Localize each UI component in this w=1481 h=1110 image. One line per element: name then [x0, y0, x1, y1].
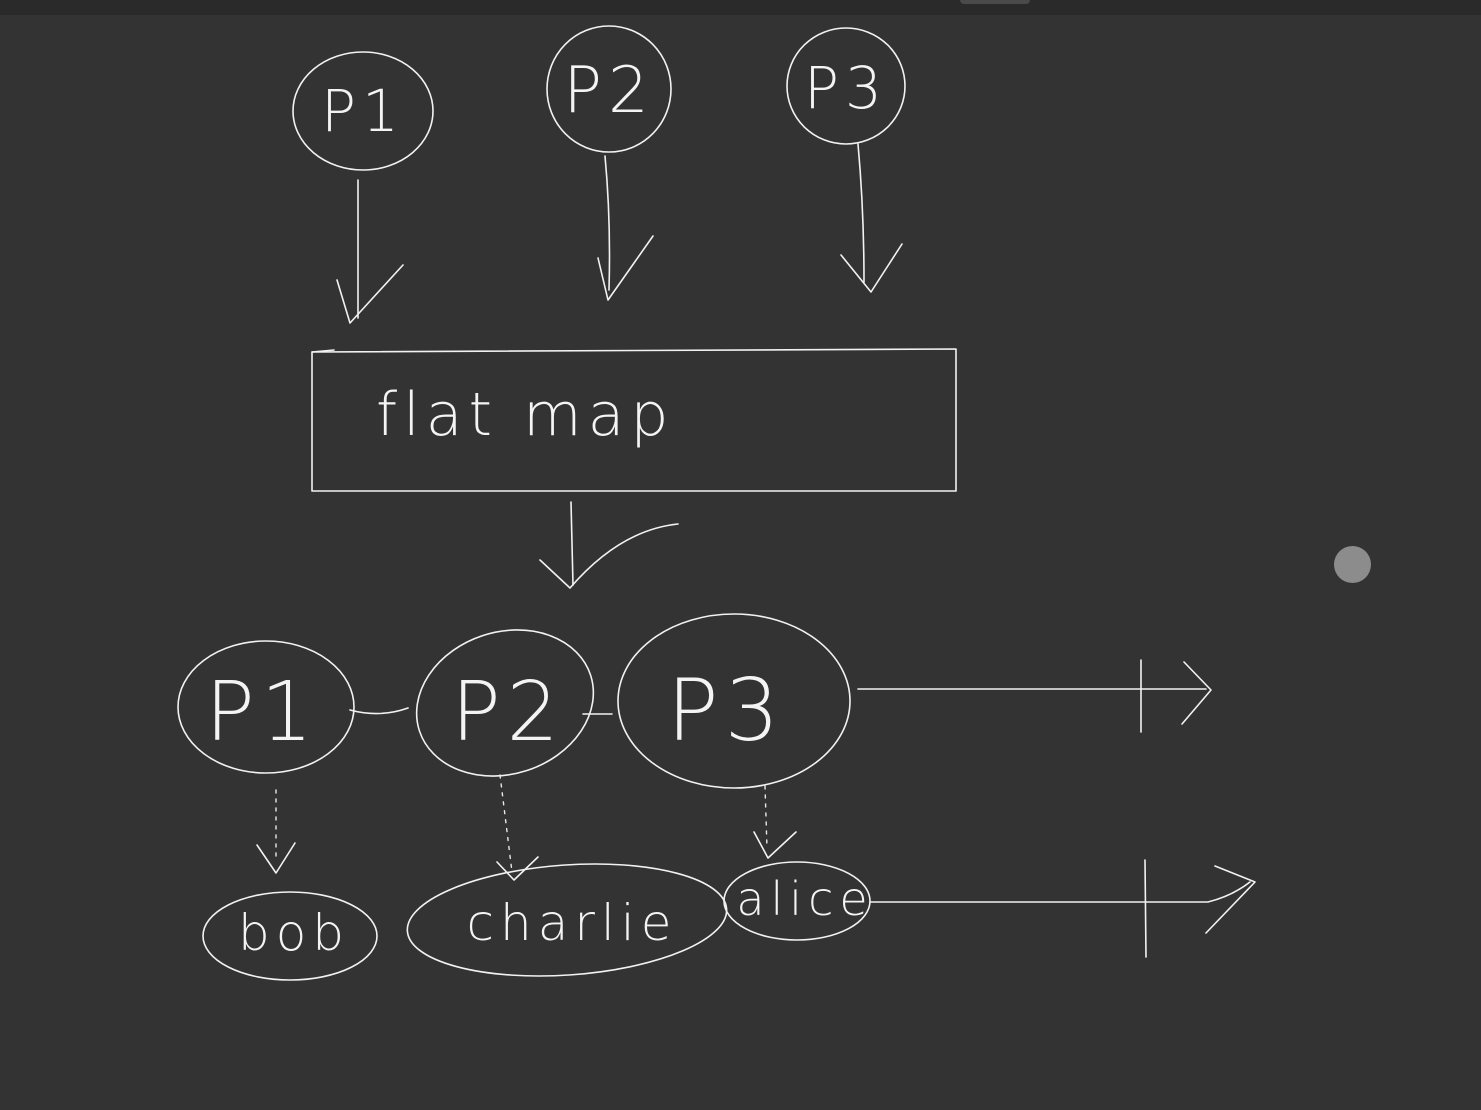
mapping-arrow-charlie [496, 774, 539, 881]
partition-ellipse [177, 640, 355, 774]
record-alice: alice [723, 861, 873, 941]
output-partition-p3: P3 [617, 613, 851, 789]
timeline-arrow-icon [869, 859, 1256, 958]
record-ellipse [723, 861, 871, 941]
record-ellipse [202, 891, 378, 981]
record-label: bob [238, 904, 350, 962]
flat-map-operator: flat map [311, 348, 957, 492]
mapping-arrow-bob [256, 789, 296, 874]
record-label: alice [736, 872, 873, 926]
input-partition-p3: P3 [786, 27, 906, 145]
output-partition-p1: P1 [177, 640, 355, 774]
partition-ellipse [415, 629, 595, 777]
operator-label: flat map [376, 380, 674, 450]
partition-label: P2 [451, 665, 565, 760]
partition-label: P1 [205, 665, 319, 760]
pointer-dot-icon [1334, 546, 1371, 583]
mapping-arrow-alice [753, 785, 797, 859]
record-charlie: charlie [406, 863, 728, 977]
partition-label: P2 [563, 54, 654, 128]
partition-ellipse [617, 613, 851, 789]
input-partition-p1: P1 [292, 51, 434, 171]
partition-circle [292, 51, 434, 171]
partition-label: P3 [804, 54, 888, 122]
record-bob: bob [202, 891, 378, 981]
arrow-down-icon [336, 179, 404, 324]
arrow-down-icon [539, 501, 679, 589]
partition-circle [786, 27, 906, 145]
partition-circle [546, 25, 672, 153]
input-partition-p2: P2 [546, 25, 672, 153]
arrow-down-icon [840, 143, 903, 293]
record-label: charlie [467, 894, 678, 952]
window-top-bar [0, 0, 1481, 15]
timeline-arrow-icon [857, 659, 1212, 733]
record-ellipse [406, 863, 728, 977]
top-drag-handle[interactable] [960, 0, 1030, 4]
arrow-down-icon [597, 155, 654, 301]
stream-connector [349, 707, 409, 715]
partition-label: P1 [321, 77, 405, 145]
partition-label: P3 [667, 661, 786, 761]
output-partition-p2: P2 [415, 629, 595, 777]
